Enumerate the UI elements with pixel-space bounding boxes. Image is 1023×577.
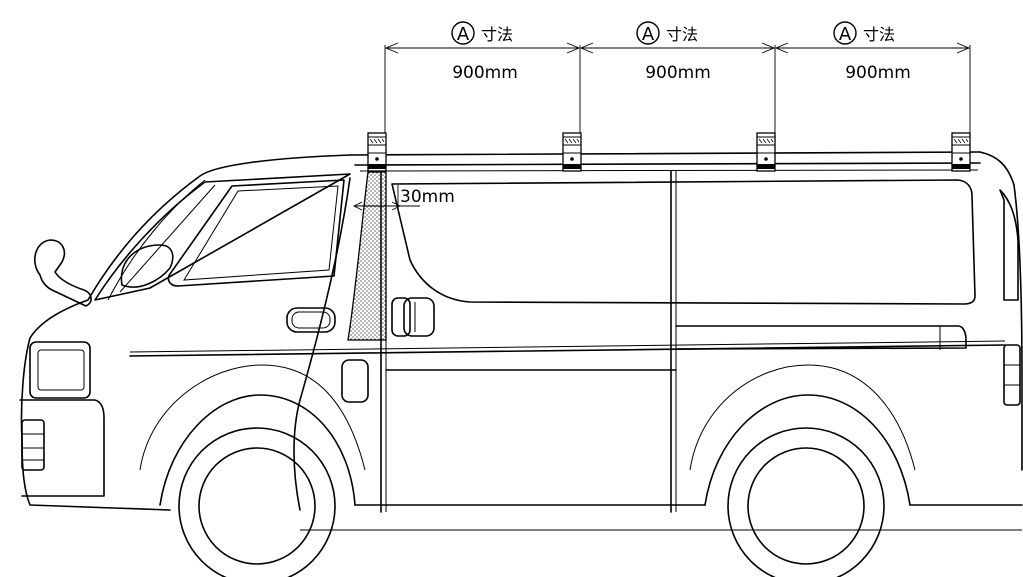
fuel-cap xyxy=(341,359,369,403)
front-door-handle xyxy=(286,307,336,333)
van-body: 30mm xyxy=(19,151,1023,531)
dimension-marker-3: A xyxy=(839,24,852,45)
dimension-label-text-2: 寸法 xyxy=(666,25,698,44)
b-pillar-hatch xyxy=(347,171,387,341)
rear-wheel xyxy=(727,427,885,577)
rear-tail-light xyxy=(999,189,1021,406)
roof-bracket-3 xyxy=(756,132,776,172)
dimension-annotations: A 寸法 900mm A 寸法 900mm A 寸法 900mm xyxy=(384,21,971,138)
roof-bracket-1 xyxy=(367,132,387,172)
roof-bracket-4 xyxy=(951,132,971,172)
dimension-line-1 xyxy=(384,42,581,54)
roof-bracket-2 xyxy=(562,132,582,172)
dimension-value-3: 900mm xyxy=(845,63,911,83)
left-mirror xyxy=(34,239,92,307)
dimension-marker-1: A xyxy=(457,24,470,45)
pillar-offset-callout: 30mm xyxy=(352,185,455,211)
dimension-value-1: 900mm xyxy=(452,63,518,83)
windshield xyxy=(94,173,351,301)
side-mirror xyxy=(120,244,174,288)
dimension-label-text-3: 寸法 xyxy=(863,25,895,44)
dimension-marker-2: A xyxy=(642,24,655,45)
front-bumper xyxy=(19,399,105,497)
dimension-line-3 xyxy=(774,42,971,54)
front-wheel xyxy=(178,427,336,577)
dimension-value-2: 900mm xyxy=(645,63,711,83)
slide-door-handle xyxy=(391,297,435,337)
dimension-line-2 xyxy=(579,42,776,54)
dimension-label-1: A 寸法 900mm xyxy=(451,21,518,83)
pillar-offset-label: 30mm xyxy=(400,187,455,207)
headlight xyxy=(29,341,91,399)
front-window xyxy=(167,179,345,287)
dimension-label-text-1: 寸法 xyxy=(481,25,513,44)
roof-rails xyxy=(349,151,981,172)
front-wheel-arch xyxy=(159,394,356,506)
dimension-label-2: A 寸法 900mm xyxy=(636,21,711,83)
dimension-label-3: A 寸法 900mm xyxy=(833,21,911,83)
rear-wheel-arch xyxy=(704,394,911,506)
rear-side-window xyxy=(391,179,976,305)
